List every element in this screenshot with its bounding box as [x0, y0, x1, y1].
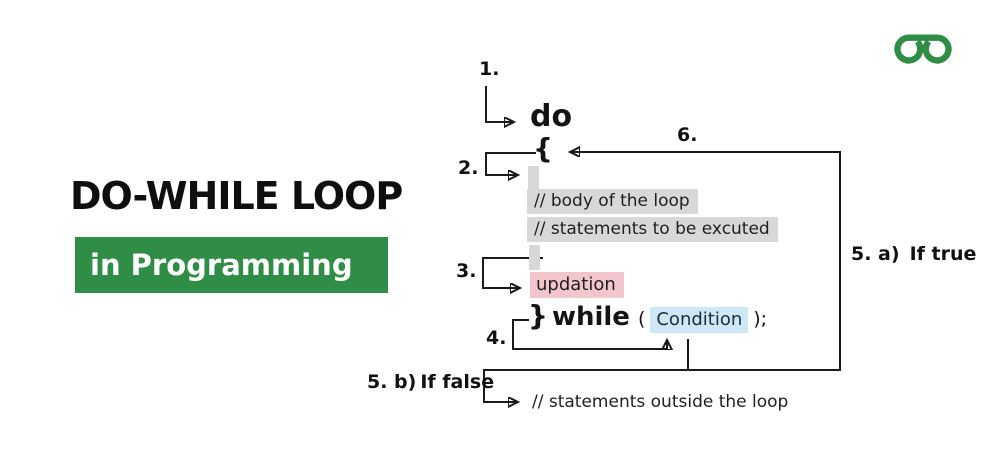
step-5b-text: If false	[420, 371, 495, 393]
code-open-brace: {	[533, 132, 553, 165]
code-close-brace: }	[528, 299, 548, 332]
step-label-5a-if-true: 5. a) If true	[851, 243, 976, 265]
step-5b-prefix: 5. b)	[367, 371, 417, 393]
step-label-1: 1.	[479, 58, 500, 80]
code-while-keyword: while	[551, 302, 630, 332]
code-comment-body: // body of the loop	[527, 189, 698, 214]
placeholder-bar-bottom	[529, 245, 540, 270]
step-5a-prefix: 5. a)	[851, 243, 900, 265]
step-5a-text: If true	[909, 243, 977, 265]
arrow-step2	[485, 152, 536, 175]
step-label-3: 3.	[456, 260, 477, 282]
code-updation: updation	[530, 272, 624, 298]
code-paren-close: );	[753, 308, 768, 330]
code-condition: Condition	[650, 307, 749, 333]
code-comment-outside: // statements outside the loop	[532, 392, 789, 412]
step-label-5b-if-false: 5. b)If false	[367, 371, 494, 393]
subtitle-badge: in Programming	[75, 237, 388, 293]
step-label-6: 6.	[677, 124, 698, 146]
code-while-line: } while ( Condition );	[528, 299, 767, 333]
arrow-step1	[485, 86, 513, 122]
code-do-keyword: do	[530, 99, 573, 134]
page-title: DO-WHILE LOOP	[70, 174, 403, 218]
step-label-2: 2.	[458, 157, 479, 179]
placeholder-bar-top	[528, 166, 539, 192]
code-paren-open: (	[637, 308, 646, 330]
geeksforgeeks-logo-icon	[893, 25, 953, 65]
code-comment-statements: // statements to be excuted	[527, 217, 778, 242]
step-label-4: 4.	[486, 327, 507, 349]
subtitle-text: in Programming	[90, 248, 353, 282]
arrow-step4	[512, 319, 667, 350]
arrow-step5-false-exit	[483, 151, 841, 402]
arrow-step3	[482, 257, 543, 288]
